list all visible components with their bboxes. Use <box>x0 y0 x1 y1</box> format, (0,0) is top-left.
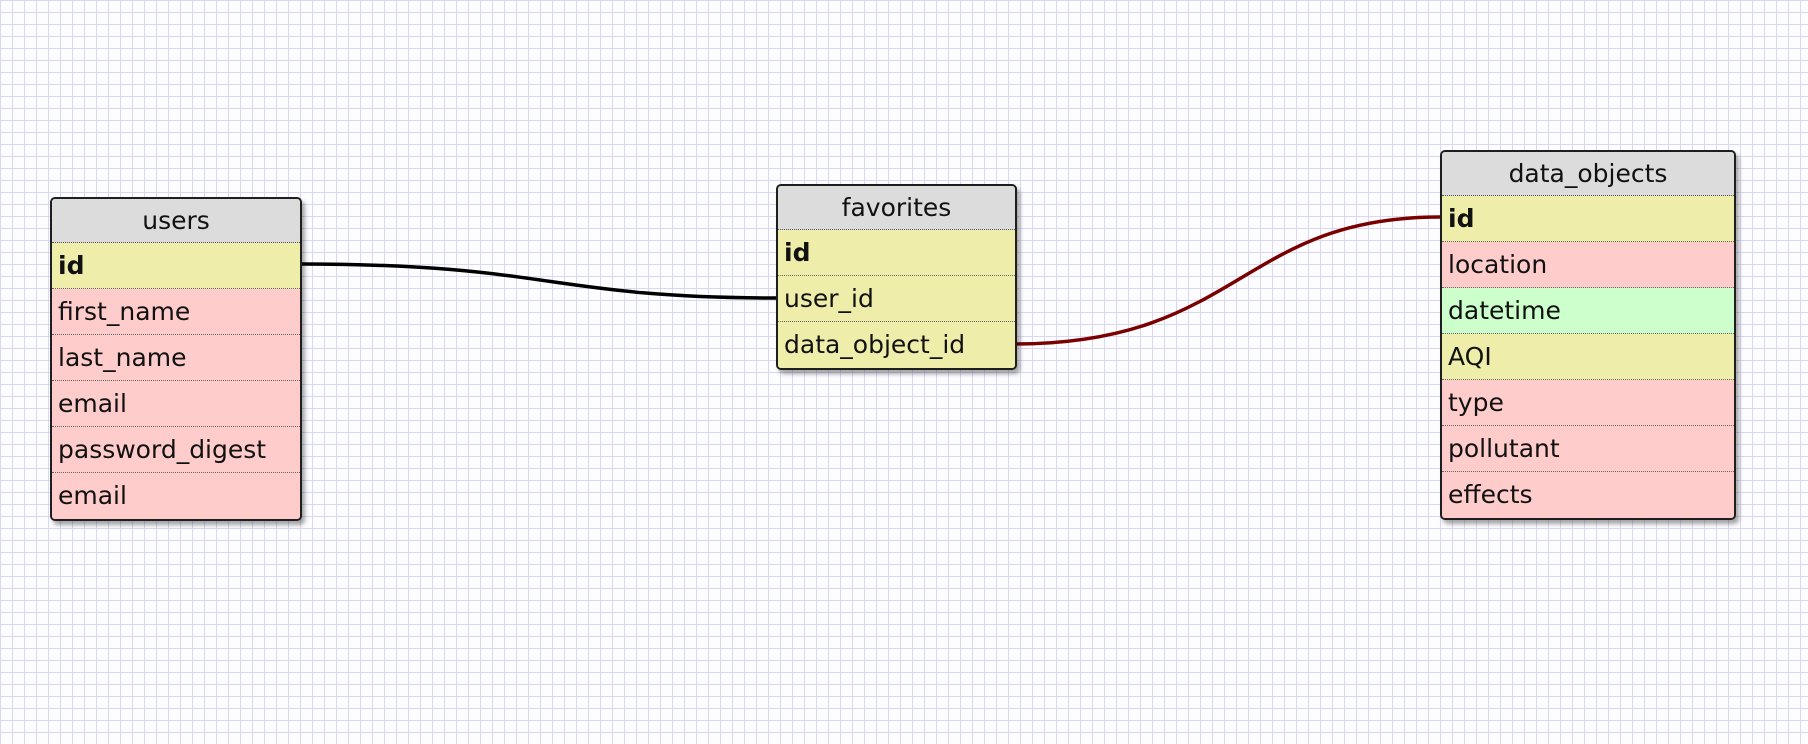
relation-favorites-data-objects <box>1013 215 1441 346</box>
field-row: datetime <box>1442 288 1734 334</box>
field-row: email <box>52 381 300 427</box>
table-header-users: users <box>52 199 300 243</box>
field-row: type <box>1442 380 1734 426</box>
field-row: id <box>1442 196 1734 242</box>
field-row: last_name <box>52 335 300 381</box>
table-header-data-objects: data_objects <box>1442 152 1734 196</box>
field-row: effects <box>1442 472 1734 518</box>
field-row: user_id <box>778 276 1015 322</box>
field-row: pollutant <box>1442 426 1734 472</box>
field-row: password_digest <box>52 427 300 473</box>
field-row: email <box>52 473 300 519</box>
field-row: data_object_id <box>778 322 1015 368</box>
field-row: id <box>52 243 300 289</box>
field-row: id <box>778 230 1015 276</box>
field-row: AQI <box>1442 334 1734 380</box>
table-header-favorites: favorites <box>778 186 1015 230</box>
table-favorites[interactable]: favorites id user_id data_object_id <box>776 184 1017 370</box>
field-row: first_name <box>52 289 300 335</box>
table-data-objects[interactable]: data_objects id location datetime AQI ty… <box>1440 150 1736 520</box>
field-row: location <box>1442 242 1734 288</box>
relation-users-favorites <box>299 262 777 300</box>
table-users[interactable]: users id first_name last_name email pass… <box>50 197 302 521</box>
